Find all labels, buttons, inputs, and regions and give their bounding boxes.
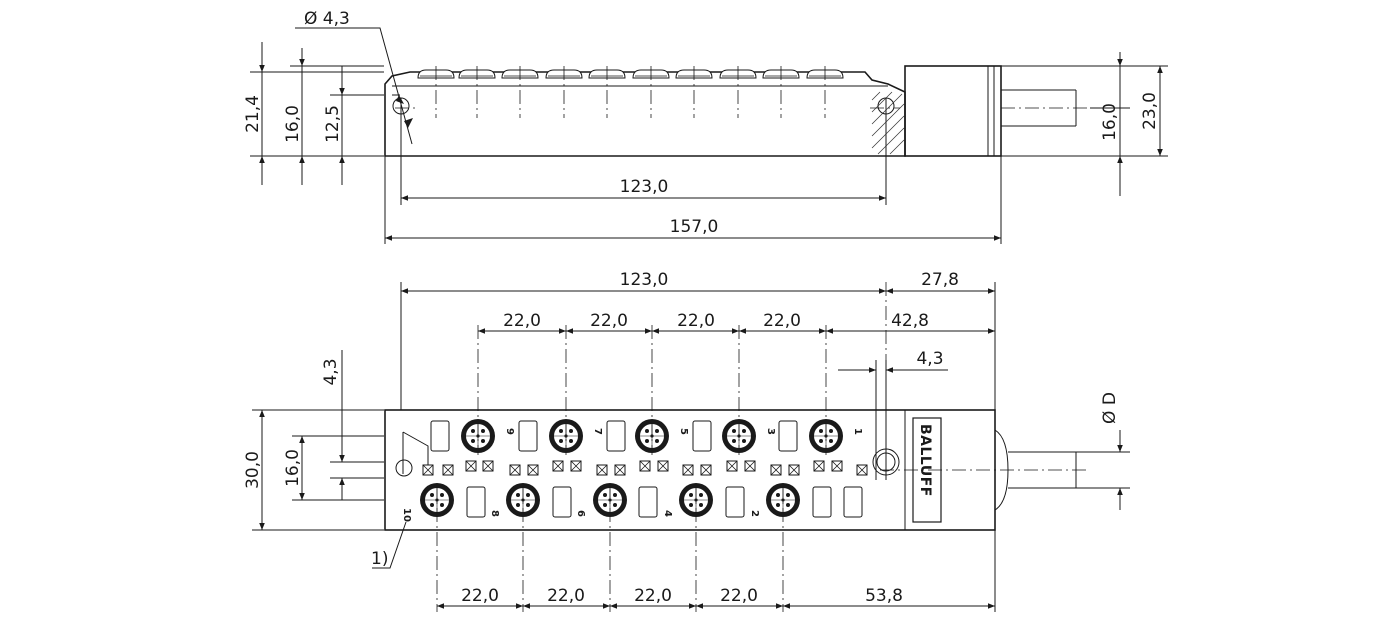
- dim-upper-pitch-1: 22,0: [503, 311, 541, 331]
- top-hatch-detail: [871, 91, 905, 155]
- port-number-9: 9: [504, 428, 515, 435]
- dim-upper-pitch-2: 22,0: [590, 311, 628, 331]
- dim-hole-width: 4,3: [916, 349, 943, 369]
- led-indicators-upper: [422, 460, 868, 476]
- top-center-lines: [395, 66, 900, 118]
- front-view: 9 7 5 3 1: [243, 270, 1130, 612]
- top-view: Ø 4,3 21,4 16,0 12,5 16,0 23,0 12: [243, 9, 1168, 244]
- dim-height-overall: 21,4: [243, 95, 263, 133]
- dim-cable-overall: 23,0: [1140, 92, 1160, 130]
- port-number-8: 8: [489, 510, 500, 517]
- dim-hole-pitch-front: 123,0: [620, 270, 669, 290]
- dim-top-offset: 4,3: [321, 358, 341, 385]
- dim-upper-pitch-4: 22,0: [763, 311, 801, 331]
- hole-diameter-label: Ø 4,3: [304, 9, 350, 29]
- hole-diameter-leader: [295, 27, 413, 145]
- port-number-5: 5: [678, 428, 689, 435]
- dim-cable-end: 27,8: [921, 270, 959, 290]
- dim-height-front: 30,0: [243, 451, 263, 489]
- dim-cable-center: 16,0: [1100, 103, 1120, 141]
- dim-lower-tail: 53,8: [865, 586, 903, 606]
- dim-lower-pitch-4: 22,0: [720, 586, 758, 606]
- dim-row-spacing: 16,0: [283, 449, 303, 487]
- port-number-1: 1: [852, 428, 863, 435]
- lower-port-numbers: 10 8 6 4 2: [401, 508, 760, 522]
- front-mounting-hole-left: [395, 459, 413, 477]
- port-number-10: 10: [401, 508, 412, 522]
- top-cable-housing: [904, 65, 1002, 157]
- footnote-leader: [372, 521, 407, 569]
- upper-port-row: [430, 418, 844, 454]
- dim-lower-pitch-2: 22,0: [547, 586, 585, 606]
- brand-label: BALLUFF: [917, 424, 933, 497]
- dim-upper-tail: 42,8: [891, 311, 929, 331]
- upper-port-numbers: 9 7 5 3 1: [504, 428, 863, 435]
- port-number-7: 7: [592, 428, 603, 435]
- footnote-marker: 1): [371, 549, 388, 569]
- port-number-3: 3: [765, 428, 776, 435]
- dim-lower-pitch-3: 22,0: [634, 586, 672, 606]
- dim-cable-diameter: Ø D: [1100, 392, 1120, 424]
- port-number-4: 4: [662, 510, 673, 517]
- port-number-6: 6: [575, 510, 586, 517]
- top-view-body: [384, 71, 906, 157]
- dim-hole-pitch-top: 123,0: [620, 177, 669, 197]
- dim-upper-pitch-3: 22,0: [677, 311, 715, 331]
- dim-hole-height: 12,5: [323, 105, 343, 143]
- dim-length-overall: 157,0: [670, 217, 719, 237]
- dim-lower-pitch-1: 22,0: [461, 586, 499, 606]
- dim-height-body: 16,0: [283, 105, 303, 143]
- port-number-2: 2: [749, 510, 760, 517]
- lower-port-row: [419, 482, 863, 518]
